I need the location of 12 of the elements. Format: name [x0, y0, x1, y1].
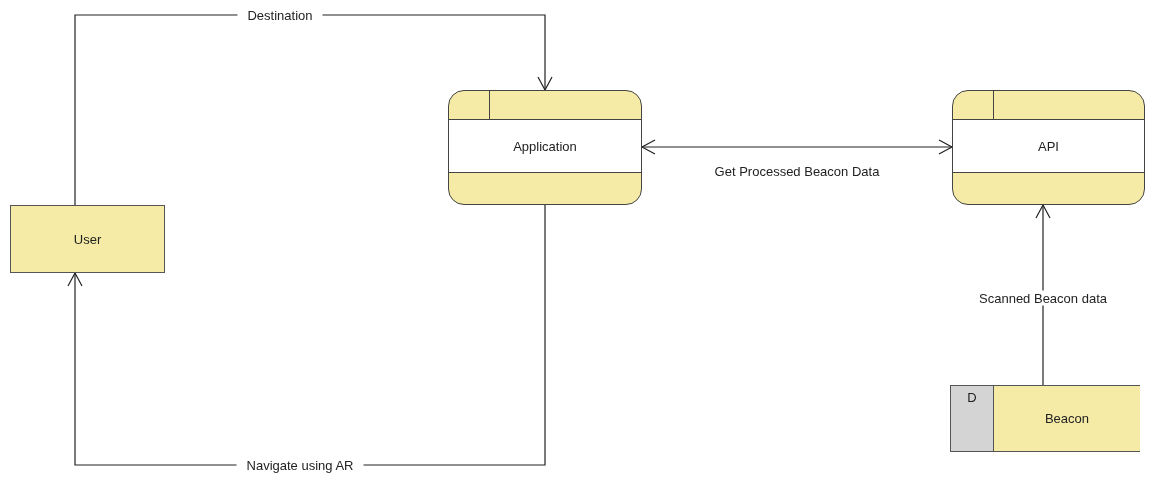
store-name: Beacon [994, 386, 1140, 451]
process-name: API [953, 119, 1144, 173]
process-box [448, 90, 642, 205]
process-box [952, 90, 1145, 205]
entity-name: User [73, 231, 102, 247]
arrow [641, 139, 953, 155]
data-store [950, 385, 1140, 452]
store-id: D [951, 386, 994, 451]
entity-box [10, 205, 165, 273]
arrow [1035, 204, 1051, 386]
process-name: Application [449, 119, 641, 173]
edge-label: Get Processed Beacon Data [713, 163, 881, 179]
